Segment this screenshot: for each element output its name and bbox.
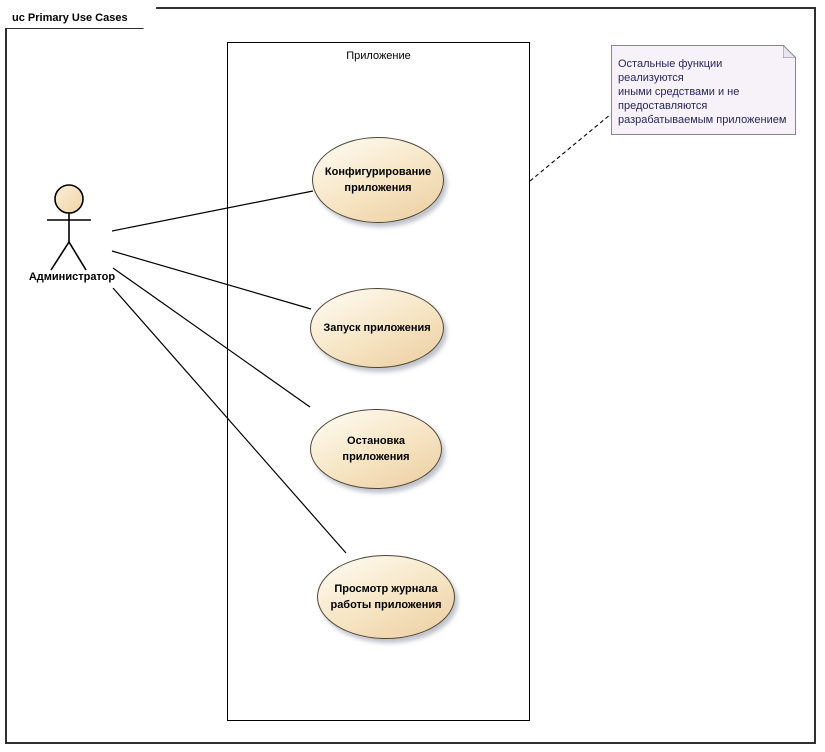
actor-figure-icon <box>47 184 91 271</box>
note-background <box>611 45 796 135</box>
usecase-configure-application[interactable]: Конфигурирование приложения <box>312 137 444 223</box>
usecase-label-line: Запуск приложения <box>323 322 431 334</box>
usecase-view-application-log[interactable]: Просмотр журнала работы приложения <box>317 555 455 639</box>
usecase-label-line: работы приложения <box>330 599 442 611</box>
usecase-label-line: приложения <box>342 451 410 463</box>
note-text-line: Остальные функции реализуются <box>618 58 723 84</box>
actor-label: Администратор <box>28 271 116 283</box>
note-text: Остальные функции реализуются иными сред… <box>618 57 790 127</box>
note[interactable]: Остальные функции реализуются иными сред… <box>611 45 796 135</box>
note-fold-corner-icon <box>783 45 796 58</box>
actor-administrator[interactable] <box>30 180 130 290</box>
usecase-stop-application[interactable]: Остановка приложения <box>310 409 442 489</box>
usecase-label-line: Конфигурирование <box>324 166 432 178</box>
note-text-line: разрабатываемым приложением <box>618 114 787 126</box>
usecase-start-application[interactable]: Запуск приложения <box>310 288 444 368</box>
usecase-label-line: Просмотр журнала <box>334 583 438 595</box>
note-text-line: предоставляются <box>618 100 708 112</box>
system-boundary-label: Приложение <box>346 50 411 62</box>
frame-title-tab: uc Primary Use Cases <box>5 7 157 29</box>
note-text-line: иными средствами и не <box>618 86 740 98</box>
usecase-label-line: Остановка <box>347 435 405 447</box>
frame-title: uc Primary Use Cases <box>12 11 128 24</box>
usecase-label-line: приложения <box>344 182 412 194</box>
